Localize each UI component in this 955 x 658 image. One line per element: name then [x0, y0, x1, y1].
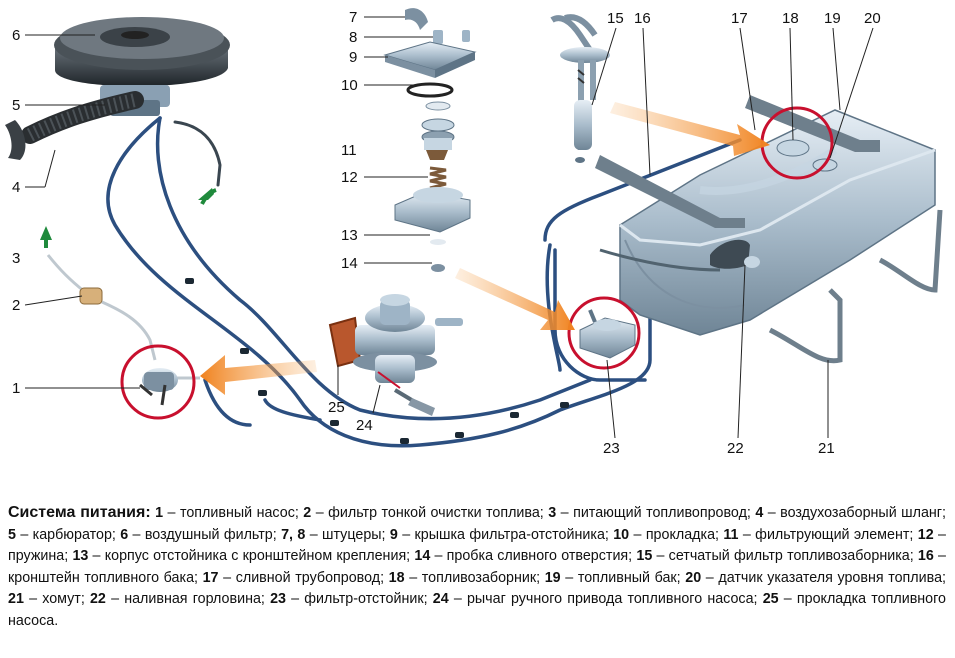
legend-item-text: – воздухозаборный шланг;	[763, 505, 946, 521]
callout-5: 5	[12, 97, 20, 114]
fuel-pump-small	[139, 368, 200, 406]
callout-14: 14	[341, 255, 358, 272]
legend-item-number: 11	[723, 526, 739, 543]
legend-item-number: 2	[303, 505, 312, 521]
callout-21: 21	[818, 440, 835, 457]
legend-item-text: – фильтрующий элемент;	[738, 526, 918, 543]
legend-item-number: 17	[202, 569, 219, 586]
legend-item-text: – сливной трубопровод;	[218, 569, 389, 586]
callout-9: 9	[349, 49, 357, 66]
legend-item-text: – топливозаборник;	[404, 569, 545, 586]
legend-item-text: – наливная горловина;	[105, 591, 271, 608]
callout-19: 19	[824, 10, 841, 27]
legend-title: Система питания:	[8, 504, 151, 521]
legend-items: 1 – топливный насос; 2 – фильтр тонкой о…	[8, 505, 946, 629]
flow-arrow-to-pickup	[610, 102, 770, 156]
legend-item-text: – топливный насос;	[163, 505, 304, 521]
legend-item-number: 14	[414, 548, 431, 565]
fuel-pump	[328, 294, 463, 416]
legend-item-number: 22	[89, 591, 106, 608]
legend-item-number: 10	[613, 526, 630, 543]
legend-item-text: – пружина;	[8, 526, 946, 565]
flow-arrow-to-sediment-filter	[455, 268, 575, 330]
legend-item-number: 25	[762, 591, 779, 608]
air-intake-hose	[5, 91, 144, 160]
callout-25: 25	[328, 399, 345, 416]
legend-item-number: 18	[388, 569, 405, 586]
callout-12: 12	[341, 169, 358, 186]
callout-24: 24	[356, 417, 373, 434]
highlight-circle-sediment-filter	[567, 296, 641, 370]
legend-item-text: – карбюратор;	[15, 526, 121, 543]
legend-item-number: 20	[685, 569, 702, 586]
fuel-tank	[595, 95, 943, 364]
legend-item-text: – крышка фильтра-отстойника;	[397, 526, 614, 543]
callout-18: 18	[782, 10, 799, 27]
legend-item-text: – корпус отстойника с кронштейном крепле…	[88, 548, 415, 565]
legend-item-number: 4	[755, 505, 764, 521]
callout-2: 2	[12, 297, 20, 314]
highlight-circle-pump	[120, 344, 196, 420]
fine-fuel-filter	[46, 254, 157, 361]
legend-item-number: 23	[270, 591, 286, 608]
callout-7: 7	[349, 9, 357, 26]
callout-20: 20	[864, 10, 881, 27]
callout-4: 4	[12, 179, 20, 196]
legend-item-text: – кронштейн топливного бака;	[8, 548, 946, 586]
callout-22: 22	[727, 440, 744, 457]
legend-item-text: – воздушный фильтр;	[128, 526, 282, 543]
legend-item-number: 12	[917, 526, 934, 543]
legend-item-text: – прокладка топливного насоса.	[8, 591, 946, 629]
legend-item-number: 15	[636, 548, 653, 565]
callout-10: 10	[341, 77, 358, 94]
legend-item-number: 16	[917, 548, 934, 565]
fuel-system-diagram: 6 5 4 3 2 1 7 8 9 10 11 12 13 14 25 24 1…	[5, 8, 943, 457]
legend-item-number: 7, 8	[281, 526, 306, 543]
legend-item-text: – датчик указателя уровня топлива;	[701, 569, 946, 586]
legend-item-text: – штуцеры;	[305, 526, 390, 543]
legend-item-number: 13	[72, 548, 89, 565]
callout-13: 13	[341, 227, 358, 244]
legend-item-text: – топливный бак;	[560, 569, 686, 586]
callout-8: 8	[349, 29, 357, 46]
callout-6: 6	[12, 27, 20, 44]
legend-item-text: – прокладка;	[629, 526, 724, 543]
callout-labels: 6 5 4 3 2 1 7 8 9 10 11 12 13 14 25 24 1…	[12, 9, 881, 457]
leader-lines	[24, 16, 874, 439]
line-clips	[185, 278, 569, 444]
return-flow-arrows	[40, 188, 217, 248]
legend-item-number: 9	[389, 526, 398, 543]
callout-3: 3	[12, 250, 20, 267]
legend-item-number: 3	[548, 505, 557, 521]
callout-15: 15	[607, 10, 624, 27]
callout-23: 23	[603, 440, 620, 457]
fuel-pickup-tube	[550, 14, 610, 163]
legend-item-number: 24	[432, 591, 449, 608]
legend-item-text: – хомут;	[23, 591, 90, 608]
legend-item-text: – питающий топливопровод;	[556, 505, 756, 521]
legend-item-number: 1	[155, 505, 164, 521]
flow-arrow-to-pump	[200, 355, 317, 395]
callout-16: 16	[634, 10, 651, 27]
sediment-filter-installed	[579, 309, 636, 359]
callout-11: 11	[341, 142, 357, 159]
legend-item-number: 6	[120, 526, 129, 543]
legend-item-text: – фильтр-отстойник;	[285, 591, 433, 608]
legend-item-text: – рычаг ручного привода топливного насос…	[448, 591, 763, 608]
legend-item-number: 21	[8, 591, 24, 608]
legend-item-text: – сетчатый фильтр топливозаборника;	[652, 548, 918, 565]
sediment-filter-exploded	[383, 8, 477, 272]
legend-item-text: – фильтр тонкой очистки топлива;	[311, 505, 549, 521]
air-filter	[54, 17, 230, 116]
legend-item-text: – пробка сливного отверстия;	[430, 548, 637, 565]
callout-17: 17	[731, 10, 748, 27]
legend-item-number: 19	[544, 569, 561, 586]
callout-1: 1	[12, 380, 20, 397]
legend-caption: Система питания: 1 – топливный насос; 2 …	[8, 502, 946, 633]
legend-item-number: 5	[8, 526, 16, 543]
